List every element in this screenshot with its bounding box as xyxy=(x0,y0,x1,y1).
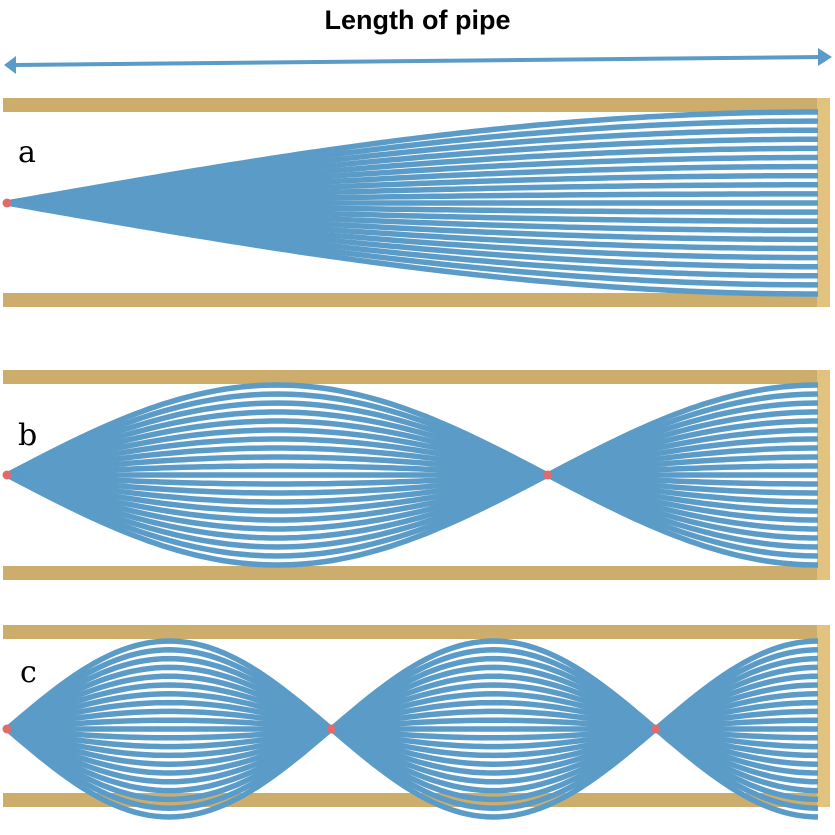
wave-line xyxy=(6,445,818,505)
wave-line xyxy=(6,427,818,523)
wave-line xyxy=(5,391,819,559)
node-point xyxy=(2,198,12,208)
pipe-wall-bottom xyxy=(3,566,821,580)
length-arrow-shaft xyxy=(13,55,823,67)
pipe-closed-end xyxy=(817,98,830,307)
pipe-wall-bottom xyxy=(3,293,821,307)
wave-line xyxy=(5,382,819,568)
wave-line xyxy=(6,436,818,514)
pipe-closed-end xyxy=(817,625,830,807)
wave-line xyxy=(6,445,818,505)
wave-line xyxy=(5,400,819,550)
pipe-closed-end xyxy=(817,370,830,580)
wave-line xyxy=(6,409,818,541)
panel-label-b: b xyxy=(18,418,38,453)
panel-label-c: c xyxy=(20,655,37,690)
pipe-wall-top xyxy=(3,625,821,639)
wave-line xyxy=(6,454,818,496)
node-point xyxy=(543,470,553,480)
wave-line xyxy=(6,454,818,496)
wave-line xyxy=(6,427,818,523)
wave-line xyxy=(5,400,819,550)
wave-line xyxy=(6,418,818,532)
wave-line xyxy=(6,409,818,541)
wave-line xyxy=(6,436,818,514)
pipe-wall-top xyxy=(3,98,821,112)
wave-line xyxy=(5,391,819,559)
wave-line xyxy=(6,418,818,532)
diagram-title: Length of pipe xyxy=(324,5,511,35)
node-point xyxy=(2,470,12,480)
wave-line xyxy=(6,463,818,487)
pipe-wall-top xyxy=(3,370,821,384)
arrow-head-right-icon xyxy=(818,48,832,66)
node-point xyxy=(326,724,336,734)
wave-line xyxy=(5,382,819,568)
panel-label-a: a xyxy=(18,135,36,170)
wave-line xyxy=(5,638,819,820)
wave-line xyxy=(6,200,818,297)
node-point xyxy=(2,724,12,734)
node-point xyxy=(651,724,661,734)
wave-line xyxy=(6,463,818,487)
arrow-head-left-icon xyxy=(4,56,16,74)
